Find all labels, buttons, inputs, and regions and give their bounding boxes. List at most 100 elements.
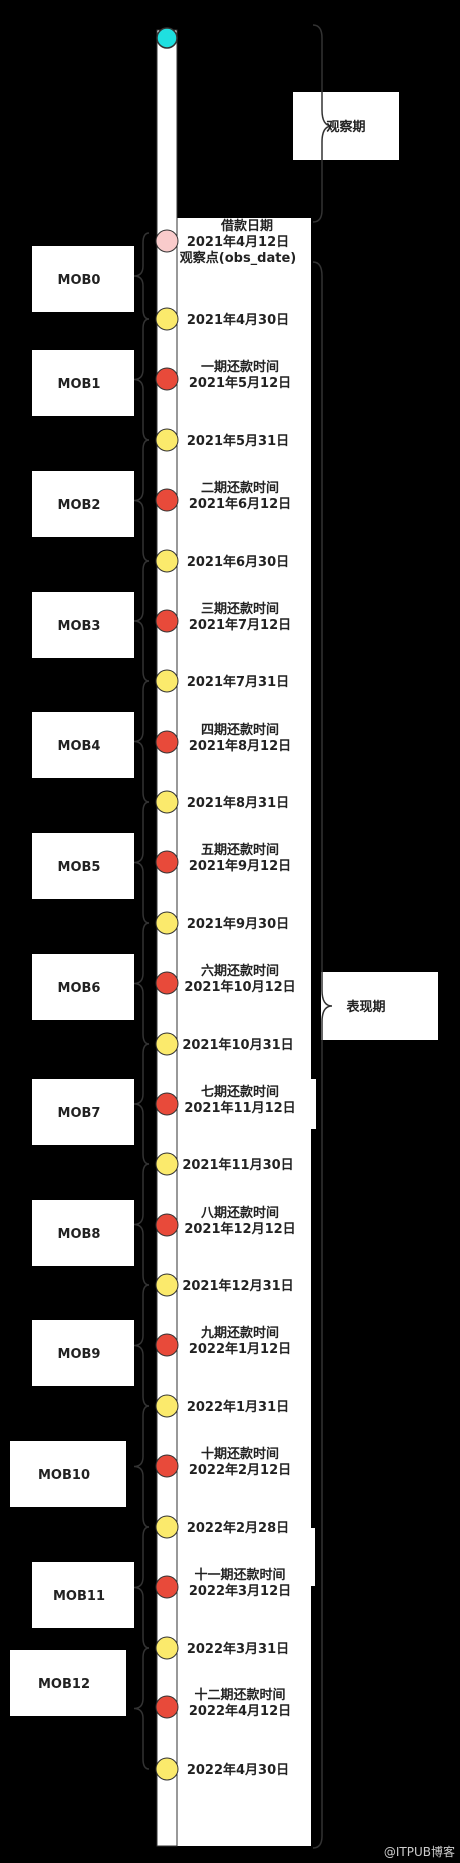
text-panel-ext-2 [171, 1528, 315, 1586]
repayment-title: 三期还款时间 [201, 601, 279, 617]
performance-label-box [321, 972, 438, 1040]
loan-date-date: 2021年4月12日 [187, 234, 289, 250]
text-panel-ext-1 [171, 1079, 316, 1129]
repayment-date: 2021年7月12日 [189, 617, 291, 633]
mob-brace [133, 1043, 150, 1165]
mob-label-box [32, 833, 134, 899]
mob-brace [133, 1284, 150, 1407]
month-end-label: 2021年4月30日 [187, 312, 289, 328]
month-end-label: 2021年5月31日 [187, 433, 289, 449]
repayment-node [155, 730, 179, 754]
month-end-node [155, 790, 179, 814]
repayment-title: 九期还款时间 [200, 1325, 279, 1341]
mob-label-box [10, 1650, 126, 1716]
repayment-date: 2021年9月12日 [189, 858, 291, 874]
repayment-title: 八期还款时间 [200, 1205, 279, 1221]
repayment-node [155, 609, 179, 633]
repayment-title: 七期还款时间 [201, 1084, 279, 1100]
repayment-title: 六期还款时间 [201, 963, 279, 979]
month-end-label: 2022年3月31日 [187, 1641, 289, 1657]
repayment-node [155, 488, 179, 512]
repayment-node [155, 1092, 179, 1116]
month-end-node [155, 1757, 179, 1781]
month-end-node [155, 1273, 179, 1297]
loan-date-title: 借款日期 [220, 218, 273, 234]
repayment-title: 十一期还款时间 [194, 1567, 285, 1583]
mob-label: MOB7 [58, 1106, 101, 1121]
observation-point-label: 观察点(obs_date) [180, 250, 296, 266]
month-end-label: 2021年9月30日 [187, 916, 289, 932]
mob-label-box [32, 1079, 134, 1145]
mob-brace [133, 560, 150, 682]
month-end-node [155, 1032, 179, 1056]
repayment-date: 2021年8月12日 [189, 738, 291, 754]
repayment-node [155, 971, 179, 995]
month-end-label: 2022年4月30日 [187, 1762, 289, 1778]
month-end-node [155, 1152, 179, 1176]
mob-brace [133, 1405, 150, 1528]
mob-label: MOB0 [58, 273, 101, 288]
mob-label-box [32, 954, 134, 1020]
mob-label-box [32, 350, 134, 416]
mob-label-box [32, 1562, 134, 1628]
performance-brace [312, 261, 333, 1849]
observation-label-box [293, 92, 399, 160]
repayment-node [155, 1333, 179, 1357]
month-end-node [155, 1636, 179, 1660]
repayment-node [155, 1575, 179, 1599]
month-end-label: 2021年10月31日 [182, 1037, 293, 1053]
mob-brace [133, 318, 150, 441]
month-end-label: 2021年8月31日 [187, 795, 289, 811]
repayment-title: 一期还款时间 [201, 359, 279, 375]
mob-label-box [10, 1441, 126, 1507]
mob-label-box [32, 471, 134, 537]
observation-brace [312, 24, 333, 223]
month-end-label: 2021年11月30日 [182, 1157, 293, 1173]
mob-label: MOB5 [58, 860, 101, 875]
month-end-node [155, 669, 179, 693]
mob-label-box [32, 246, 134, 312]
mob-label: MOB4 [58, 739, 101, 754]
repayment-date: 2022年1月12日 [189, 1341, 291, 1357]
mob-label-box [32, 712, 134, 778]
mob-label: MOB1 [58, 377, 101, 392]
mob-label: MOB11 [53, 1589, 105, 1604]
month-end-label: 2022年1月31日 [187, 1399, 289, 1415]
repayment-date: 2022年3月12日 [189, 1583, 291, 1599]
repayment-date: 2022年2月12日 [189, 1462, 291, 1478]
mob-brace [133, 439, 150, 562]
timeline-bar [156, 29, 178, 1847]
month-end-node [155, 428, 179, 452]
mob-brace [133, 922, 150, 1045]
mob-brace [133, 232, 150, 320]
mob-label: MOB2 [58, 498, 101, 513]
month-end-label: 2021年7月31日 [187, 674, 289, 690]
mob-label: MOB9 [58, 1347, 101, 1362]
text-panel-main [171, 218, 311, 1846]
month-end-node [155, 1515, 179, 1539]
repayment-date: 2021年10月12日 [184, 979, 295, 995]
repayment-node [155, 1695, 179, 1719]
mob-brace [133, 1526, 150, 1649]
mob-label-box [32, 592, 134, 658]
mob-label: MOB8 [58, 1227, 101, 1242]
watermark: @ITPUB博客 [384, 1844, 455, 1859]
repayment-date: 2021年6月12日 [189, 496, 291, 512]
month-end-node [155, 549, 179, 573]
month-end-label: 2021年12月31日 [182, 1278, 293, 1294]
month-end-node [155, 307, 179, 331]
month-end-label: 2022年2月28日 [187, 1520, 289, 1536]
mob-brace [133, 1163, 150, 1286]
month-end-label: 2021年6月30日 [187, 554, 289, 570]
performance-label: 表现期 [345, 999, 385, 1015]
repayment-date: 2022年4月12日 [189, 1703, 291, 1719]
observation-label: 观察期 [326, 119, 365, 135]
repayment-node [155, 367, 179, 391]
mob-label: MOB10 [38, 1468, 90, 1483]
repayment-title: 五期还款时间 [201, 842, 279, 858]
repayment-title: 十二期还款时间 [194, 1687, 285, 1703]
repayment-title: 十期还款时间 [201, 1446, 279, 1462]
mob-label: MOB6 [58, 981, 101, 996]
repayment-node [155, 1213, 179, 1237]
